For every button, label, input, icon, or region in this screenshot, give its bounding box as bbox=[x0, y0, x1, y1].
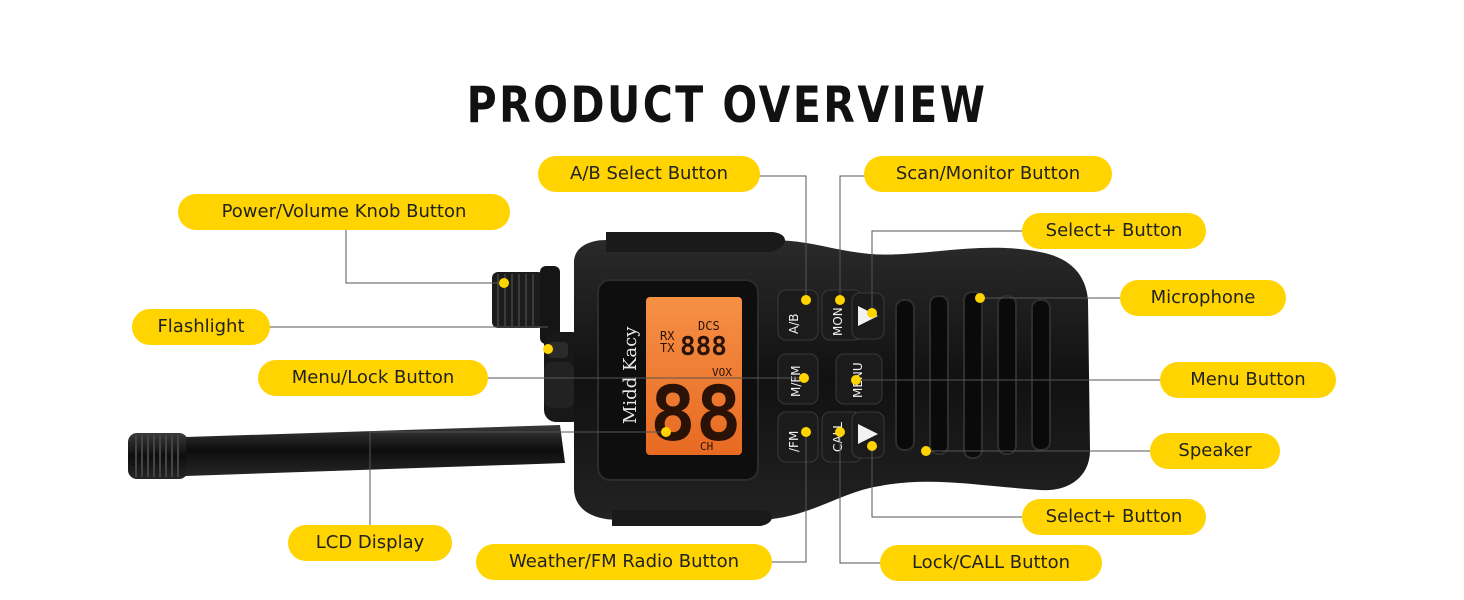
mfm-button bbox=[777, 353, 819, 405]
callout-menu-lock: Menu/Lock Button bbox=[258, 360, 488, 396]
lcd-tx: TX bbox=[660, 341, 675, 355]
callout-select-plus-top: Select+ Button bbox=[1022, 213, 1206, 249]
callout-microphone: Microphone bbox=[1120, 280, 1286, 316]
lcd-rx: RX bbox=[660, 329, 675, 343]
speaker-grille bbox=[895, 291, 1051, 459]
callout-speaker: Speaker bbox=[1150, 433, 1280, 469]
ab-button-label: A/B bbox=[787, 314, 801, 334]
down-arrow-icon bbox=[858, 424, 878, 444]
antenna bbox=[128, 425, 565, 479]
lcd-vox: VOX bbox=[712, 366, 732, 379]
fm-button bbox=[777, 411, 819, 463]
call-button-label: CALL bbox=[831, 422, 845, 452]
monitor-button-label: MON bbox=[831, 307, 845, 336]
page-title: PRODUCT OVERVIEW bbox=[466, 76, 988, 134]
callout-lock-call: Lock/CALL Button bbox=[880, 545, 1102, 581]
callout-flashlight: Flashlight bbox=[132, 309, 270, 345]
callout-lcd-display: LCD Display bbox=[288, 525, 452, 561]
callout-power-volume: Power/Volume Knob Button bbox=[178, 194, 510, 230]
leader-lines bbox=[268, 175, 1160, 564]
brand-label: Midd Kacy bbox=[620, 326, 641, 424]
fm-button-label: /FM bbox=[787, 431, 801, 452]
callout-scan-monitor: Scan/Monitor Button bbox=[864, 156, 1112, 192]
lcd-dcs: DCS bbox=[698, 319, 720, 333]
power-volume-knob bbox=[492, 266, 560, 344]
lcd-small-digits: 888 bbox=[680, 332, 727, 362]
lcd-display: DCS RX TX 888 88 VOX CH bbox=[646, 297, 742, 458]
callout-ab-select: A/B Select Button bbox=[538, 156, 760, 192]
lcd-channel-label: CH bbox=[700, 440, 713, 453]
callout-select-plus-bottom: Select+ Button bbox=[1022, 499, 1206, 535]
callout-menu: Menu Button bbox=[1160, 362, 1336, 398]
callout-dots bbox=[499, 278, 985, 456]
lcd-big-digits: 88 bbox=[650, 369, 742, 458]
mfm-button-label: M/FM bbox=[789, 365, 803, 397]
callout-weather-fm: Weather/FM Radio Button bbox=[476, 544, 772, 580]
